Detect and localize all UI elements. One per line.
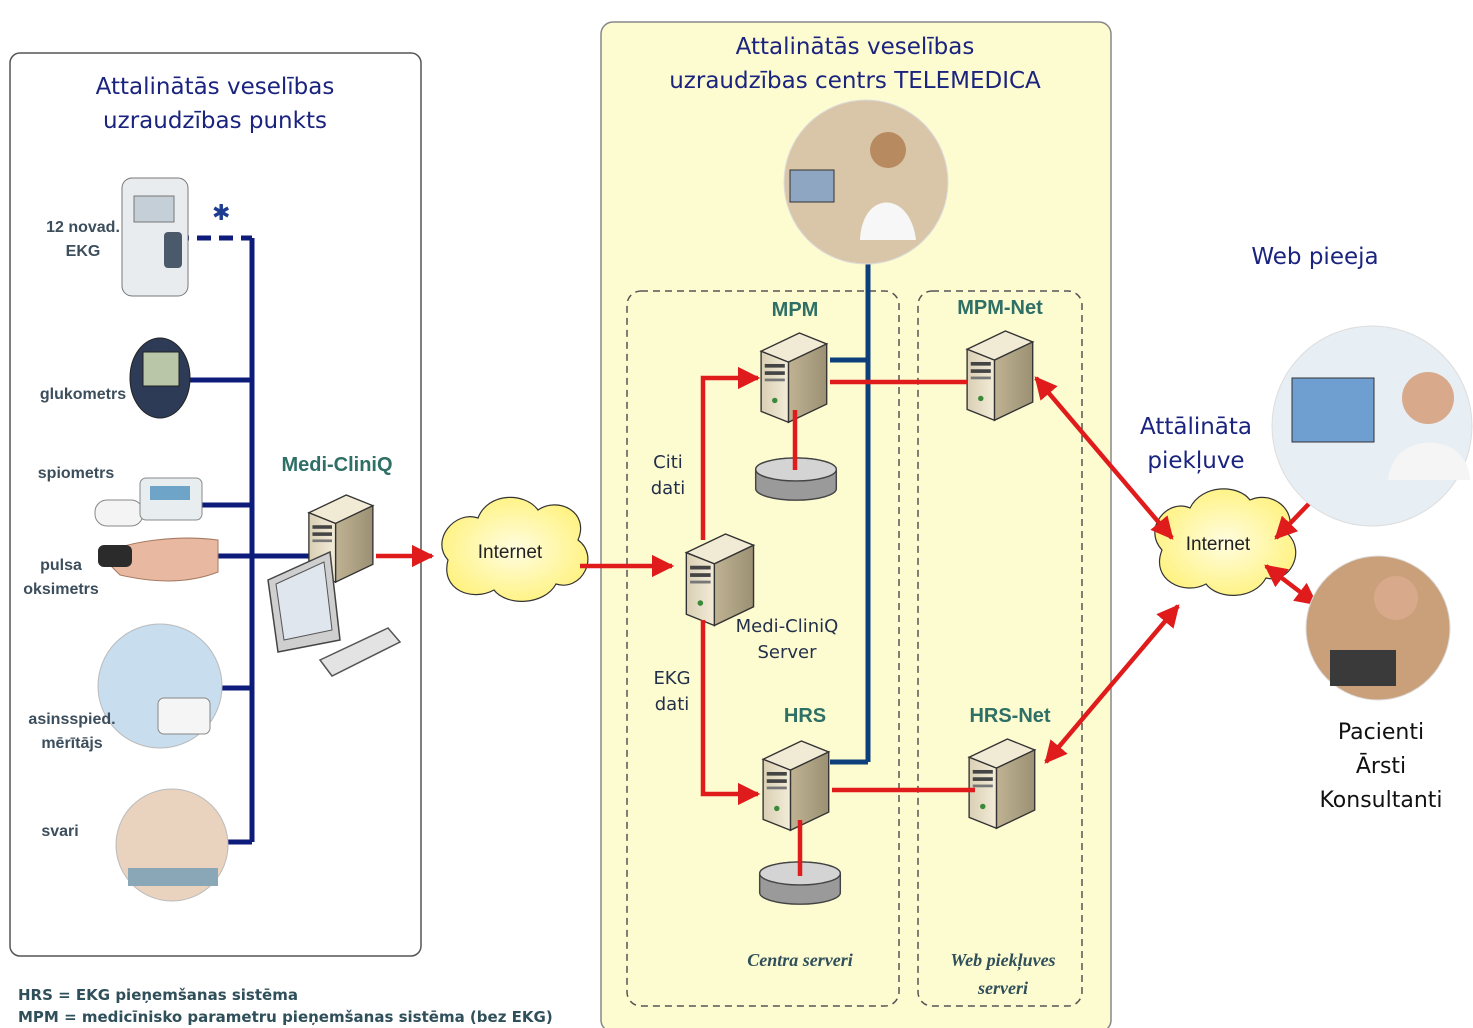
internet-label-1: Internet bbox=[477, 542, 543, 563]
ekg-line1: EKG bbox=[653, 668, 691, 689]
device-label-asinsspied: asinsspied. mērītājs bbox=[20, 708, 124, 756]
red-links bbox=[376, 366, 1328, 876]
device-asins-line2: mērītājs bbox=[41, 735, 103, 752]
device-label-svari: svari bbox=[30, 820, 90, 844]
device-gluko-line1: glukometrs bbox=[39, 386, 127, 403]
remote-access-label: Attālināta piekļuve bbox=[1126, 410, 1266, 478]
users-line2: Ārsti bbox=[1355, 754, 1407, 779]
center-panel-title: Attalinātās veselības uzraudzības centrs… bbox=[620, 30, 1090, 98]
web-pieeja-title: Web pieeja bbox=[1251, 244, 1379, 270]
users-line3: Konsultanti bbox=[1319, 788, 1443, 813]
web-servers-label: Web piekļuves serveri bbox=[920, 946, 1086, 1002]
hrs-net-server-icon bbox=[968, 738, 1036, 830]
web-servers-group bbox=[917, 290, 1083, 1007]
web-servers-line2: serveri bbox=[978, 978, 1028, 998]
hrs-server-icon bbox=[762, 740, 830, 832]
internet-cloud-1 bbox=[441, 496, 589, 602]
users-label: Pacienti Ārsti Konsultanti bbox=[1296, 716, 1466, 818]
mediclinic-server-label: Medi-CliniQ Server bbox=[712, 614, 862, 666]
legend-hrs: HRS = EKG pieņemšanas sistēma bbox=[18, 986, 298, 1004]
remote-line2: piekļuve bbox=[1147, 448, 1245, 474]
ekg-dati-label: EKG dati bbox=[644, 666, 700, 718]
left-title-line1: Attalinātās veselības bbox=[95, 74, 335, 100]
client-pc-image bbox=[267, 494, 402, 677]
device-label-glukometrs: glukometrs bbox=[28, 383, 138, 407]
citi-line2: dati bbox=[650, 478, 686, 499]
device-label-ekg: 12 novad. EKG bbox=[30, 216, 136, 264]
citi-dati-label: Citi dati bbox=[640, 450, 696, 502]
ekg-device-image: ✱ bbox=[121, 177, 230, 297]
left-title-line2: uzraudzības punkts bbox=[103, 108, 327, 134]
centra-serveri-label: Centra serveri bbox=[747, 950, 853, 970]
internet-label-2: Internet bbox=[1185, 534, 1251, 555]
device-label-pulsa: pulsa oksimetrs bbox=[16, 554, 106, 602]
device-ekg-line2: EKG bbox=[65, 243, 101, 260]
mediclinic-server-icon bbox=[685, 533, 755, 627]
mpm-net-label: MPM-Net bbox=[957, 297, 1043, 319]
web-servers-line1: Web piekļuves bbox=[950, 950, 1056, 970]
operator-line bbox=[830, 255, 871, 765]
center-title-line2: uzraudzības centrs TELEMEDICA bbox=[669, 68, 1041, 94]
mpm-net-server-icon bbox=[966, 330, 1034, 422]
doctor-photo bbox=[1271, 325, 1473, 527]
device-ekg-line1: 12 novad. bbox=[46, 219, 120, 236]
left-panel-title: Attalinātās veselības uzraudzības punkts bbox=[60, 70, 370, 138]
device-svari-line1: svari bbox=[41, 823, 79, 840]
operator-photo bbox=[783, 99, 949, 265]
device-spio-line1: spiometrs bbox=[37, 465, 115, 482]
pulsa-oksimetrs-image bbox=[98, 537, 219, 582]
asinsspied-image bbox=[97, 623, 223, 749]
client-label: Medi-CliniQ bbox=[281, 454, 393, 476]
remote-line1: Attālināta bbox=[1139, 414, 1253, 440]
mpm-server-icon bbox=[760, 332, 828, 424]
glukometrs-image bbox=[129, 337, 191, 419]
legend-mpm: MPM = medicīnisko parametru pieņemšanas … bbox=[18, 1008, 553, 1026]
consultant-photo bbox=[1305, 555, 1451, 701]
center-title-line1: Attalinātās veselības bbox=[735, 34, 975, 60]
spiometrs-image bbox=[94, 477, 203, 527]
hrs-net-label: HRS-Net bbox=[969, 705, 1051, 727]
device-pulsa-line2: oksimetrs bbox=[23, 581, 99, 598]
centra-serveri-group bbox=[626, 290, 900, 1007]
citi-line1: Citi bbox=[653, 452, 683, 473]
mediclinic-server-line1: Medi-CliniQ bbox=[735, 616, 839, 637]
mediclinic-server-line2: Server bbox=[757, 642, 817, 663]
device-pulsa-line1: pulsa bbox=[40, 557, 82, 574]
device-asins-line1: asinsspied. bbox=[28, 711, 116, 728]
bluetooth-icon: ✱ bbox=[212, 201, 230, 226]
ekg-line2: dati bbox=[654, 694, 690, 715]
users-line1: Pacienti bbox=[1337, 720, 1425, 745]
svari-image bbox=[115, 788, 229, 902]
device-label-spiometrs: spiometrs bbox=[26, 462, 126, 486]
mpm-label: MPM bbox=[771, 299, 819, 321]
hrs-label: HRS bbox=[783, 705, 827, 727]
